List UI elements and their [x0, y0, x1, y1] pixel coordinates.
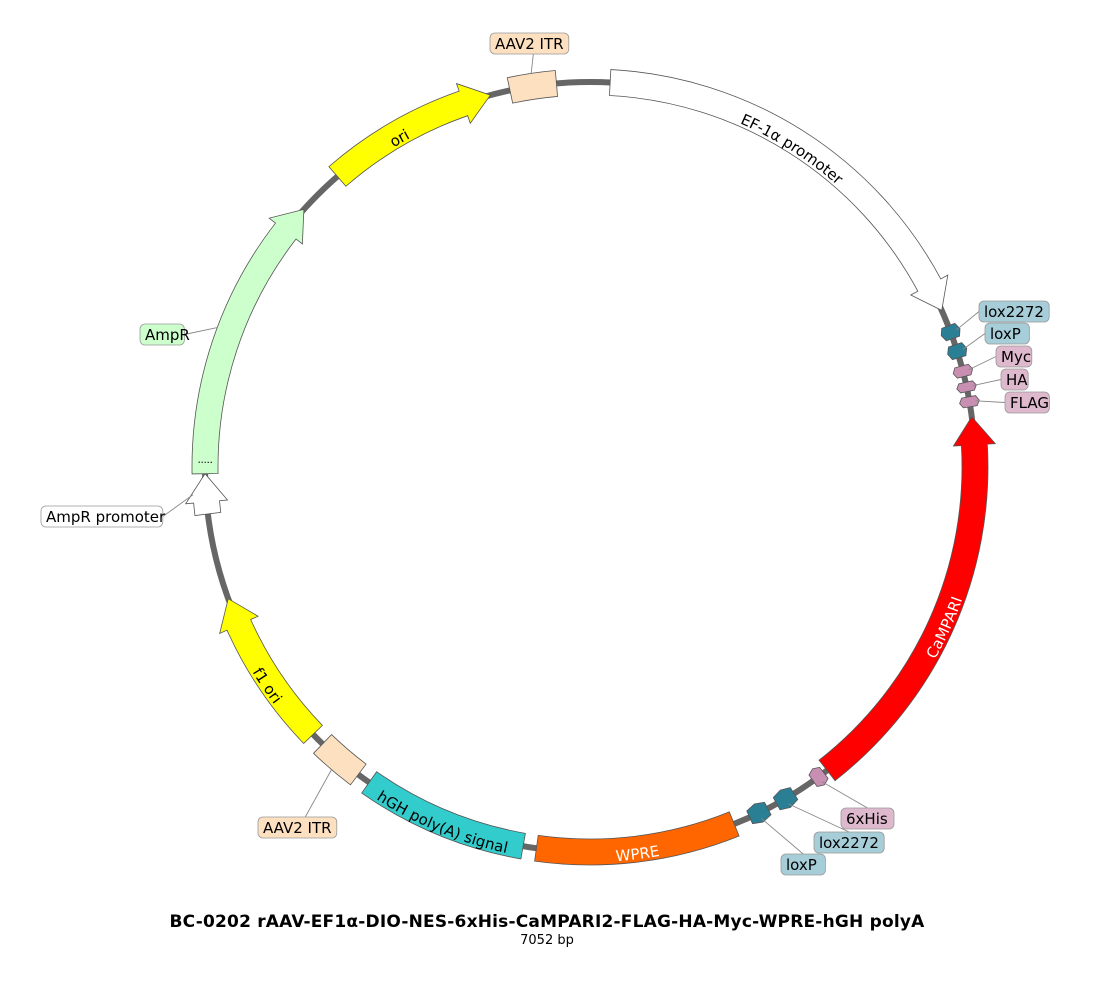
- ampr-leader: [184, 327, 218, 335]
- feature-f1ori[interactable]: f1 ori: [219, 598, 323, 745]
- itr-bottom-label-box[interactable]: [257, 816, 338, 839]
- ampr-shape[interactable]: [191, 208, 305, 475]
- feature-campari[interactable]: CaMPARI: [818, 416, 997, 782]
- ampr-label: AmpR: [145, 326, 190, 344]
- ampr-promoter-label: AmpR promoter: [46, 508, 166, 526]
- f1ori-shape[interactable]: [219, 598, 323, 745]
- ef1a-label: EF-1α promoter: [738, 110, 847, 188]
- plasmid-title: BC-0202 rAAV-EF1α-DIO-NES-6xHis-CaMPARI2…: [169, 912, 925, 932]
- loxp-b-label: loxP: [786, 856, 817, 874]
- lox2272-a-label: lox2272: [984, 303, 1044, 321]
- loxp-a-callout: loxP: [962, 322, 1030, 350]
- feature-ef1a[interactable]: EF-1α promoter: [609, 69, 949, 312]
- loxp-a-label: loxP: [990, 325, 1021, 343]
- itr-top-callout: AAV2 ITR: [489, 32, 570, 74]
- lox2272-b-callout: lox2272: [788, 803, 885, 854]
- ampr-label-box[interactable]: [139, 323, 185, 346]
- flag-leader: [975, 400, 1006, 403]
- callout-layer: AAV2 ITRlox2272loxPMycHAFLAG6xHislox2272…: [40, 32, 1050, 876]
- his6-callout: 6xHis: [821, 781, 895, 830]
- ampr-promoter-shape[interactable]: [184, 473, 229, 516]
- ha-callout: HA: [972, 368, 1029, 391]
- plasmid-length: 7052 bp: [520, 933, 574, 948]
- ampr-promoter-leader: [162, 494, 194, 517]
- feature-loxp-a[interactable]: [947, 342, 968, 361]
- lox2272-a-callout: lox2272: [955, 300, 1050, 331]
- loxp-b-callout: loxP: [761, 818, 826, 876]
- myc-label: Myc: [1001, 348, 1031, 366]
- ha-shape[interactable]: [956, 380, 977, 394]
- loxp-a-label-box[interactable]: [984, 322, 1030, 345]
- itr-bottom-leader: [304, 769, 332, 818]
- ef1a-shape[interactable]: [609, 69, 949, 312]
- flag-label: FLAG: [1010, 394, 1049, 412]
- feature-itr-bottom[interactable]: [312, 734, 367, 786]
- myc-leader: [968, 356, 997, 371]
- itr-bottom-callout: AAV2 ITR: [257, 769, 338, 839]
- feature-wpre[interactable]: WPRE: [534, 811, 740, 866]
- feature-his6[interactable]: [808, 766, 829, 787]
- flag-label-box[interactable]: [1004, 391, 1050, 414]
- ampr-callout: AmpR: [139, 323, 218, 346]
- lox2272-b-label: lox2272: [819, 834, 879, 852]
- lox2272-a-label-box[interactable]: [978, 300, 1050, 323]
- itr-top-shape[interactable]: [506, 70, 559, 104]
- his6-shape[interactable]: [808, 766, 829, 787]
- feature-flag[interactable]: [959, 395, 980, 409]
- feature-ampr[interactable]: [191, 208, 305, 475]
- loxp-a-leader: [962, 333, 986, 350]
- loxp-b-label-box[interactable]: [780, 853, 826, 876]
- hgh-label: hGH poly(A) signal: [374, 787, 510, 857]
- feature-ha[interactable]: [956, 380, 977, 394]
- wpre-label: WPRE: [615, 841, 661, 864]
- feature-ori[interactable]: ori: [328, 82, 491, 187]
- itr-bottom-shape[interactable]: [312, 734, 367, 786]
- ori-shape[interactable]: [328, 82, 491, 187]
- itr-top-leader: [530, 53, 534, 74]
- feature-lox2272-b[interactable]: [772, 787, 799, 811]
- feature-itr-top[interactable]: [506, 70, 559, 104]
- ha-leader: [972, 379, 1002, 387]
- lox2272-b-shape[interactable]: [772, 787, 799, 811]
- itr-bottom-label: AAV2 ITR: [263, 819, 332, 837]
- feature-ampr-promoter[interactable]: [184, 473, 229, 516]
- ampr-promoter-label-box[interactable]: [40, 505, 164, 528]
- ha-label-box[interactable]: [1000, 368, 1029, 391]
- loxp-b-leader: [761, 818, 804, 855]
- myc-shape[interactable]: [952, 363, 974, 379]
- feature-hgh[interactable]: hGH poly(A) signal: [361, 771, 526, 860]
- campari-shape[interactable]: [818, 416, 997, 782]
- lox2272-b-leader: [788, 803, 850, 833]
- feature-lox2272-a[interactable]: [940, 322, 961, 342]
- ha-label: HA: [1006, 371, 1028, 389]
- loxp-a-shape[interactable]: [947, 342, 968, 361]
- lox2272-a-leader: [955, 311, 980, 331]
- lox2272-b-label-box[interactable]: [813, 831, 885, 854]
- myc-label-box[interactable]: [995, 345, 1033, 368]
- loxp-b-shape[interactable]: [746, 801, 772, 825]
- his6-label: 6xHis: [846, 810, 888, 828]
- feature-myc[interactable]: [952, 363, 974, 379]
- lox2272-a-shape[interactable]: [940, 322, 961, 342]
- flag-shape[interactable]: [959, 395, 980, 409]
- flag-callout: FLAG: [975, 391, 1050, 414]
- ampr-promoter-callout: AmpR promoter: [40, 494, 194, 528]
- myc-callout: Myc: [968, 345, 1033, 371]
- itr-top-label: AAV2 ITR: [495, 35, 564, 53]
- his6-label-box[interactable]: [840, 807, 895, 830]
- wpre-shape[interactable]: [534, 811, 740, 866]
- his6-leader: [821, 781, 868, 809]
- feature-loxp-b[interactable]: [746, 801, 772, 825]
- itr-top-label-box[interactable]: [489, 32, 570, 55]
- hgh-shape[interactable]: [361, 771, 526, 860]
